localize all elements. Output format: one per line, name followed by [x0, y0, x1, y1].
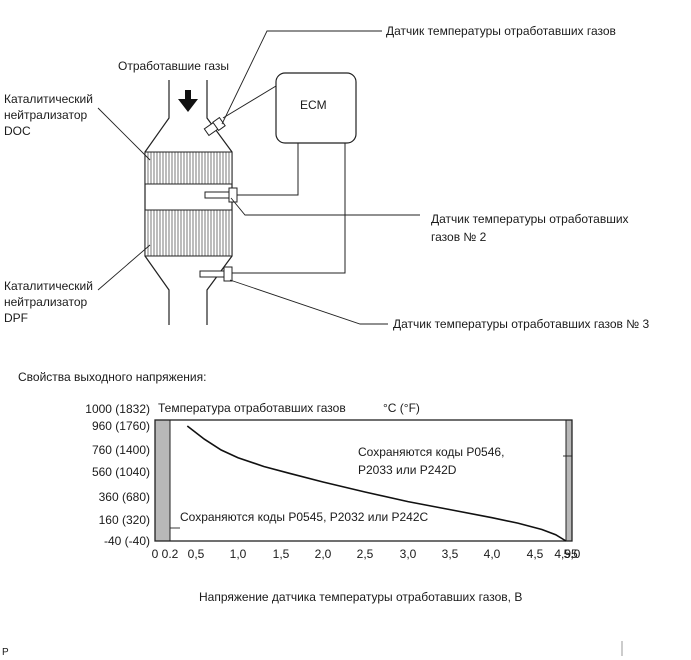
- y-tick-label: 160 (320): [99, 513, 150, 527]
- dpf-catalyst: [144, 209, 233, 257]
- y-tick-label: 760 (1400): [92, 443, 150, 457]
- x-tick-label: 0.2: [162, 547, 179, 561]
- shaded-region-2: [565, 419, 573, 542]
- graph-yunit: °C (°F): [383, 401, 420, 415]
- sensor-3: [199, 143, 346, 282]
- graph-ylabel: Температура отработавших газов: [158, 401, 346, 415]
- x-tick-label: 5,0: [564, 547, 581, 561]
- temperature-curve: [186, 425, 567, 542]
- x-tick-label: 0,5: [188, 547, 205, 561]
- x-tick-label: 0: [152, 547, 159, 561]
- doc-label-line1: Каталитический: [4, 92, 93, 106]
- x-tick-label: 3,5: [442, 547, 459, 561]
- sensor-1: [203, 85, 277, 137]
- graph-section-title: Свойства выходного напряжения:: [18, 370, 206, 384]
- dpf-label-line2: нейтрализатор: [4, 295, 88, 309]
- sensor-1-label: Датчик температуры отработавших газов: [386, 24, 616, 38]
- sensor-2: [204, 143, 299, 203]
- sensor-2-label-line2: газов № 2: [431, 230, 487, 244]
- y-tick-label: 1000 (1832): [85, 402, 150, 416]
- dpf-label-line1: Каталитический: [4, 279, 93, 293]
- x-tick-label: 1,0: [230, 547, 247, 561]
- x-tick-label: 2,5: [357, 547, 374, 561]
- ecm-label: ECM: [300, 98, 327, 112]
- leader-lines: [97, 30, 420, 325]
- plot-frame: [154, 419, 573, 542]
- exhaust-pipe: [144, 80, 233, 325]
- y-tick-label: -40 (-40): [104, 534, 150, 548]
- exhaust-gas-label: Отработавшие газы: [118, 59, 229, 73]
- note-low-codes: Сохраняются коды P0545, P2032 или P242C: [180, 510, 429, 524]
- x-tick-label: 3,0: [400, 547, 417, 561]
- x-tick-label: 4,5: [527, 547, 544, 561]
- dpf-label-line3: DPF: [4, 311, 28, 325]
- shaded-region-1: [154, 419, 171, 542]
- doc-label-line3: DOC: [4, 124, 31, 138]
- note-high-codes-line1: Сохраняются коды P0546,: [358, 445, 504, 459]
- x-tick-label: 4,0: [484, 547, 501, 561]
- y-tick-label: 960 (1760): [92, 419, 150, 433]
- graph-xlabel: Напряжение датчика температуры отработав…: [199, 590, 522, 604]
- sensor-2-label-line1: Датчик температуры отработавших: [431, 212, 629, 226]
- doc-label-line2: нейтрализатор: [4, 108, 88, 122]
- chart-area: -40 (-40) 160 (320) 360 (680) 560 (1040) 760…: [85, 402, 580, 561]
- flow-arrow-icon: [178, 90, 198, 112]
- doc-catalyst: [144, 151, 233, 185]
- footer-mark: P: [2, 647, 9, 658]
- x-tick-label: 1,5: [273, 547, 290, 561]
- y-tick-label: 560 (1040): [92, 465, 150, 479]
- note-high-codes-line2: P2033 или P242D: [358, 463, 457, 477]
- y-tick-label: 360 (680): [99, 490, 150, 504]
- ecm-box: [275, 72, 357, 144]
- sensor-3-label: Датчик температуры отработавших газов № …: [393, 317, 649, 331]
- x-tick-label: 2,0: [315, 547, 332, 561]
- x-tick-label: 4,95: [554, 547, 578, 561]
